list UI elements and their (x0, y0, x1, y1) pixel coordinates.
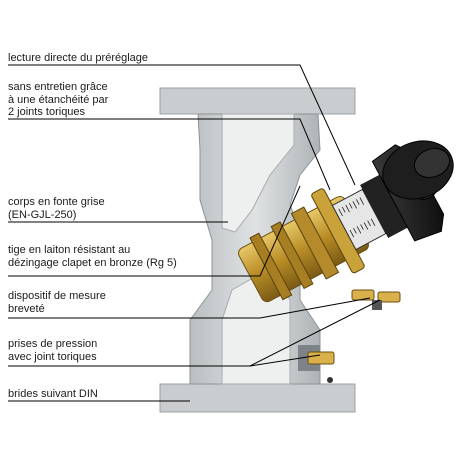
label-dispositif: dispositif de mesure breveté (8, 290, 106, 315)
measuring-device (351, 289, 401, 310)
measuring-tap-2 (377, 291, 401, 303)
handwheel-top-cap (413, 147, 451, 179)
label-corps: corps en fonte grise (EN-GJL-250) (8, 196, 105, 221)
top-flange (159, 87, 356, 115)
scale-ticks (338, 197, 376, 238)
leader-dispositif (8, 297, 371, 319)
measuring-nut (372, 300, 382, 310)
pressure-tap-lower (307, 351, 335, 365)
handwheel-neck (360, 174, 408, 239)
leader-sans-entretien (8, 118, 331, 191)
brass-ring-2 (270, 221, 314, 290)
leader-tige (8, 185, 301, 277)
drain-point (327, 377, 333, 383)
leader-prises-2 (249, 299, 381, 367)
label-prises: prises de pression avec joint toriques (8, 338, 98, 363)
brass-ring-1 (249, 232, 293, 301)
label-tige: tige en laiton résistant au dézingage cl… (8, 244, 177, 269)
label-sans-entretien: sans entretien grâce à une étanchéité pa… (8, 81, 109, 118)
leader-lecture-directe (8, 64, 356, 186)
leader-lines (8, 64, 381, 402)
label-lecture-directe: lecture directe du préréglage (8, 52, 149, 64)
bottom-flange (159, 383, 356, 413)
label-brides: brides suivant DIN (8, 388, 98, 400)
brass-ring-3 (290, 206, 340, 280)
measuring-tap-1 (351, 289, 375, 301)
